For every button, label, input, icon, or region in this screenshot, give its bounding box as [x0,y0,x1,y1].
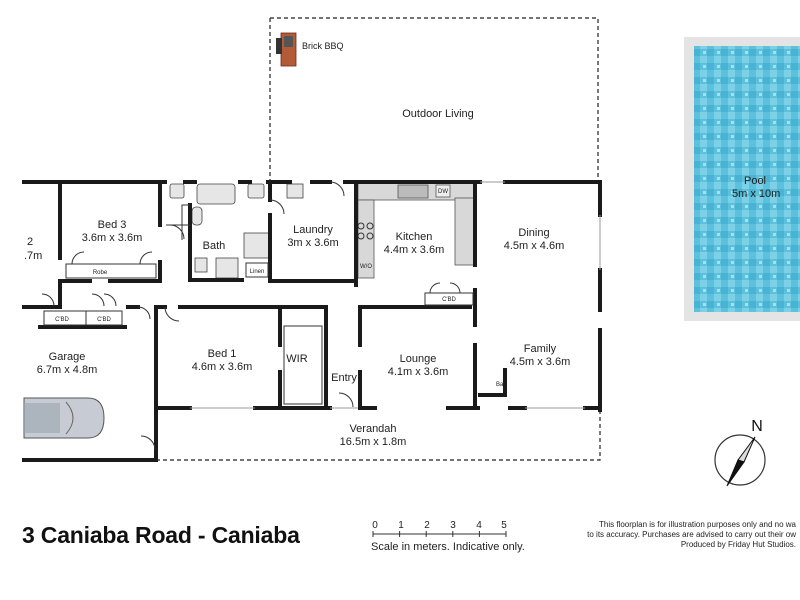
dining-size-label: 4.5m x 4.6m [504,240,565,252]
dining-cupboard-label: C'BD [442,297,456,303]
linen-label: Linen [250,269,265,275]
wir-label: WIR [286,353,307,365]
wo-label: W/O [360,264,372,270]
compass-north-label: N [751,418,763,435]
scale-tick-4: 4 [476,520,482,531]
outdoor-living-outline [269,17,599,183]
pool-size-label: 5m x 10m [732,188,780,200]
entry-label: Entry [331,372,357,384]
bathroom-fixtures [169,183,304,279]
garage-cupboard-1-label: C'BD [55,317,69,323]
verandah-size-label: 16.5m x 1.8m [340,436,407,448]
bed3-size-label: 3.6m x 3.6m [82,232,143,244]
pool-label: Pool [744,175,766,187]
bed1-label: Bed 1 [208,348,237,360]
garage-cupboard-2-label: C'BD [97,317,111,323]
scale-tick-labels: 0 1 2 3 4 5 [372,520,507,531]
car-icon [23,397,105,439]
scale-tick-0: 0 [372,520,378,531]
address-title: 3 Caniaba Road - Caniaba [22,522,300,548]
dw-label: DW [438,189,448,195]
verandah-label: Verandah [349,423,396,435]
scale-tick-3: 3 [450,520,456,531]
garage-label: Garage [49,351,86,363]
lounge-size-label: 4.1m x 3.6m [388,366,449,378]
dining-label: Dining [518,227,549,239]
laundry-label: Laundry [293,224,333,236]
bar-label: Bar [496,382,505,388]
disclaimer: This floorplan is for illustration purpo… [560,520,800,550]
family-size-label: 4.5m x 3.6m [510,356,571,368]
outdoor-living-label: Outdoor Living [402,108,474,120]
disclaimer-line-1: This floorplan is for illustration purpo… [599,520,796,529]
kitchen-size-label: 4.4m x 3.6m [384,244,445,256]
scale-bar [372,531,507,537]
bed3-label: Bed 3 [98,219,127,231]
laundry-size-label: 3m x 3.6m [287,237,338,249]
scale-tick-2: 2 [424,520,430,531]
brick-bbq-label: Brick BBQ [302,41,344,51]
family-label: Family [524,343,557,355]
robe-label: Robe [93,270,108,276]
brick-bbq-icon [276,32,297,67]
scale-caption: Scale in meters. Indicative only. [371,541,525,553]
scale-tick-5: 5 [501,520,507,531]
internal-thin-lines [41,181,601,451]
kitchen-label: Kitchen [396,231,433,243]
bed2-label: 2 [27,236,33,248]
disclaimer-line-3: Produced by Friday Hut Studios. [680,540,796,549]
pool [684,37,800,321]
bed1-size-label: 4.6m x 3.6m [192,361,253,373]
compass-icon [714,434,766,487]
walls [22,180,602,462]
lounge-label: Lounge [400,353,437,365]
bath-label: Bath [203,240,226,252]
disclaimer-line-2: to its accuracy. Purchases are advised t… [587,530,796,539]
scale-tick-1: 1 [398,520,404,531]
garage-size-label: 6.7m x 4.8m [37,364,98,376]
verandah-outline [156,410,601,461]
bed2-size-label: .7m [24,250,42,262]
